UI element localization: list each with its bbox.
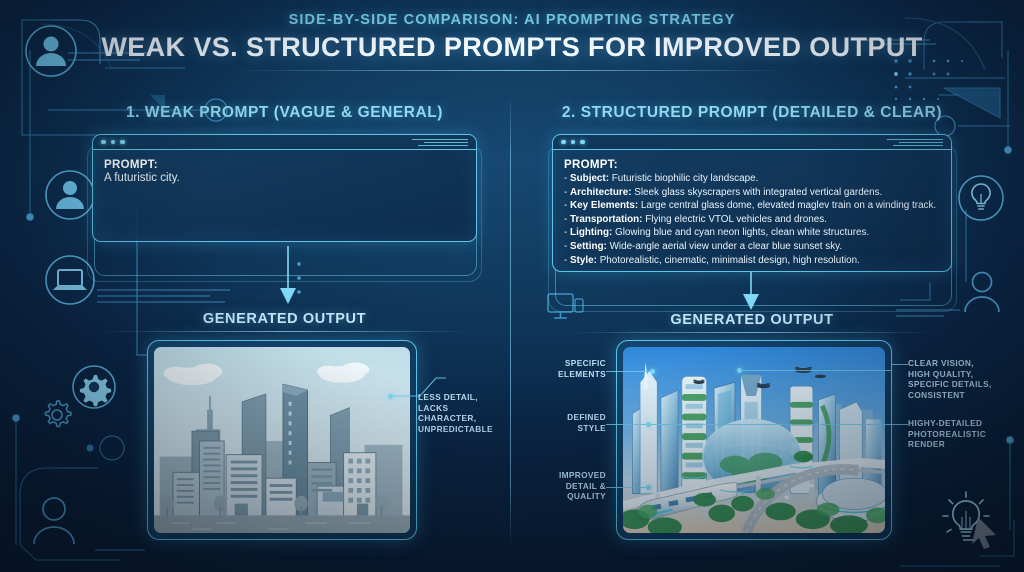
annotation-leader bbox=[650, 424, 892, 425]
list-item: - Subject: Futuristic biophilic city lan… bbox=[564, 173, 759, 184]
bullet-value: Sleek glass skyscrapers with integrated … bbox=[634, 186, 883, 198]
lightbulb-circle-icon bbox=[958, 175, 1004, 221]
structured-prompt-list: - Subject: Futuristic biophilic city lan… bbox=[564, 172, 940, 267]
titlebar-lines-decoration bbox=[887, 138, 943, 146]
gear-outline-icon bbox=[44, 400, 72, 428]
title-underline bbox=[232, 70, 792, 71]
bullet-key: Lighting: bbox=[570, 227, 613, 239]
page-title: WEAK VS. STRUCTURED PROMPTS FOR IMPROVED… bbox=[101, 32, 923, 62]
flow-arrow-down-icon bbox=[743, 272, 759, 310]
page-header: SIDE-BY-SIDE COMPARISON: AI PROMPTING ST… bbox=[0, 12, 1024, 71]
left-output-frame[interactable] bbox=[147, 340, 417, 540]
annotation-leader bbox=[892, 424, 908, 425]
annotation-anchor bbox=[646, 422, 651, 427]
annotation-leader bbox=[892, 364, 908, 365]
bullet-key: Architecture: bbox=[570, 186, 632, 198]
lightbulb-cursor-icon bbox=[942, 491, 996, 549]
bullet-value: Wide-angle aerial view under a clear blu… bbox=[609, 240, 843, 252]
titlebar-lines-decoration bbox=[412, 138, 468, 146]
list-item: - Transportation: Flying electric VTOL v… bbox=[564, 213, 827, 225]
list-item: - Setting: Wide-angle aerial view under … bbox=[564, 240, 843, 252]
weak-prompt-body: PROMPT: A futuristic city. bbox=[93, 150, 476, 196]
annotation-line: PHOTOREALISTIC bbox=[908, 428, 987, 439]
right-output-label: GENERATED OUTPUT bbox=[670, 312, 834, 328]
annotation-leader bbox=[606, 487, 650, 488]
annotation-line: RENDER bbox=[908, 439, 946, 450]
annotation-line: ELEMENTS bbox=[558, 368, 606, 379]
annotation-line: CONSISTENT bbox=[908, 389, 965, 400]
right-annotation-right-1: CLEAR VISION, HIGH QUALITY, SPECIFIC DET… bbox=[908, 358, 1020, 400]
annotation-line: DETAIL & bbox=[565, 480, 606, 491]
window-dot-icon bbox=[570, 139, 575, 145]
list-item: - Style: Photorealistic, cinematic, mini… bbox=[564, 254, 860, 266]
window-dot-icon bbox=[580, 139, 585, 145]
annotation-line: QUALITY bbox=[567, 491, 606, 502]
right-heading: 2. STRUCTURED PROMPT (DETAILED & CLEAR) bbox=[561, 104, 943, 121]
bullet-value: Flying electric VTOL vehicles and drones… bbox=[645, 213, 827, 225]
window-dot-icon bbox=[101, 139, 106, 145]
window-dot-icon bbox=[561, 139, 566, 145]
weak-output-image bbox=[154, 347, 410, 533]
prompt-label: PROMPT: bbox=[104, 159, 158, 171]
annotation-line: CLEAR VISION, bbox=[908, 358, 974, 368]
laptop-circle-icon bbox=[45, 255, 95, 305]
annotation-line: LESS DETAIL, bbox=[418, 392, 478, 402]
person-outline-icon bbox=[964, 271, 1000, 313]
right-annotation-left-1: SPECIFIC ELEMENTS bbox=[528, 358, 606, 379]
left-output-rule bbox=[100, 331, 470, 332]
list-item: - Architecture: Sleek glass skyscrapers … bbox=[564, 186, 883, 198]
window-titlebar bbox=[553, 135, 951, 150]
list-item: - Key Elements: Large central glass dome… bbox=[564, 200, 937, 212]
annotation-leader bbox=[606, 371, 654, 372]
gear-circle-icon bbox=[72, 365, 116, 409]
flow-arrow-down-icon bbox=[280, 246, 296, 304]
annotation-anchor bbox=[646, 485, 651, 490]
list-item: - Lighting: Glowing blue and cyan neon l… bbox=[564, 227, 870, 239]
annotation-line: UNPREDICTABLE bbox=[418, 423, 493, 434]
annotation-line: STYLE bbox=[577, 422, 606, 433]
annotation-line: IMPROVED bbox=[558, 470, 606, 480]
column-divider bbox=[510, 96, 511, 548]
right-annotation-left-3: IMPROVED DETAIL & QUALITY bbox=[524, 470, 606, 502]
annotation-leader bbox=[740, 370, 892, 371]
right-column: 2. STRUCTURED PROMPT (DETAILED & CLEAR) … bbox=[548, 104, 957, 312]
annotation-line: HIGHY-DETAILED bbox=[908, 418, 983, 428]
structured-prompt-window[interactable]: PROMPT: - Subject: Futuristic biophilic … bbox=[552, 134, 952, 272]
right-annotation-right-2: HIGHY-DETAILED PHOTOREALISTIC RENDER bbox=[908, 418, 1020, 450]
right-annotation-left-2: DEFINED STYLE bbox=[528, 412, 606, 433]
annotation-anchor bbox=[650, 369, 655, 374]
left-heading: 1. WEAK PROMPT (VAGUE & GENERAL) bbox=[126, 104, 443, 121]
structured-output-image bbox=[623, 347, 885, 533]
window-titlebar bbox=[93, 135, 476, 150]
window-dot-icon bbox=[120, 139, 125, 145]
person-circle-icon bbox=[45, 170, 95, 220]
structured-prompt-body: PROMPT: - Subject: Futuristic biophilic … bbox=[553, 150, 951, 271]
left-annotation: LESS DETAIL, LACKS CHARACTER, UNPREDICTA… bbox=[418, 392, 508, 434]
bullet-key: Subject: bbox=[570, 173, 610, 184]
prompt-label: PROMPT: bbox=[564, 159, 618, 171]
annotation-line: SPECIFIC DETAILS, bbox=[908, 379, 992, 390]
bullet-key: Style: bbox=[570, 254, 597, 266]
bullet-key: Setting: bbox=[570, 240, 607, 252]
annotation-line: DEFINED bbox=[567, 412, 606, 422]
bullet-value: Photorealistic, cinematic, minimalist de… bbox=[599, 254, 860, 266]
annotation-line: HIGH QUALITY, bbox=[908, 368, 974, 379]
weak-prompt-text: A futuristic city. bbox=[104, 172, 180, 184]
weak-prompt-window[interactable]: PROMPT: A futuristic city. bbox=[92, 134, 477, 242]
bullet-value: Large central glass dome, elevated magle… bbox=[640, 200, 937, 212]
left-output-label: GENERATED OUTPUT bbox=[202, 311, 367, 327]
bullet-key: Key Elements: bbox=[570, 200, 639, 212]
right-output-rule bbox=[568, 332, 936, 333]
left-column: 1. WEAK PROMPT (VAGUE & GENERAL) PROMPT:… bbox=[87, 104, 482, 282]
header-kicker: SIDE-BY-SIDE COMPARISON: AI PROMPTING ST… bbox=[288, 12, 736, 28]
bullet-key: Transportation: bbox=[570, 213, 643, 225]
window-dot-icon bbox=[110, 139, 115, 145]
bullet-value: Glowing blue and cyan neon lights, clean… bbox=[615, 227, 870, 239]
annotation-line: SPECIFIC bbox=[564, 358, 606, 368]
annotation-line: LACKS CHARACTER, bbox=[418, 402, 477, 424]
person-outline-icon bbox=[33, 497, 75, 545]
bullet-value: Futuristic biophilic city landscape. bbox=[611, 173, 759, 184]
